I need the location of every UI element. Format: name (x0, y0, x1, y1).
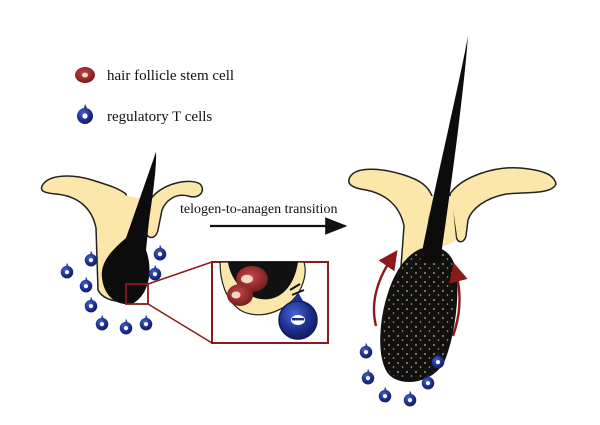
regulatory-t-cell-icon (95, 314, 109, 331)
regulatory-t-cell-icon (361, 368, 375, 385)
regulatory-t-cell-icon (119, 318, 133, 335)
growth-arrows (372, 250, 468, 337)
zoom-inset (211, 261, 329, 344)
telogen-sebaceous-gland (145, 180, 204, 239)
telogen-follicle (40, 152, 204, 305)
regulatory-t-cell-icon (84, 250, 98, 267)
regulatory-t-cell-icon (77, 104, 93, 124)
regulatory-t-cell-icon (84, 296, 98, 313)
anagen-hair-bulb (380, 247, 458, 382)
zoom-selection (125, 261, 213, 344)
regulatory-t-cell-icon (79, 276, 93, 293)
telogen-club-hair (101, 152, 156, 305)
regulatory-t-cell-icon (139, 314, 153, 331)
regulatory-t-cell-icon (378, 386, 392, 403)
anagen-hair-shaft (420, 36, 468, 262)
zoom-source-box (125, 283, 149, 305)
anagen-sebaceous-gland (449, 167, 557, 243)
regulatory-t-cell-icon (359, 342, 373, 359)
regulatory-t-cell-icon (403, 390, 417, 407)
transition-label: telogen-to-anagen transition (180, 202, 337, 217)
legend-treg-label: regulatory T cells (107, 109, 212, 125)
regulatory-t-cell-icon (153, 244, 167, 261)
regulatory-t-cell-icon (278, 292, 318, 340)
anagen-follicle (348, 36, 557, 382)
hair-follicle-stem-cell-icon (75, 67, 95, 83)
legend-stem-cell-label: hair follicle stem cell (107, 68, 234, 84)
legend: hair follicle stem cell regulatory T cel… (75, 67, 234, 125)
regulatory-t-cell-icon (148, 264, 162, 281)
regulatory-t-cell-icon (60, 262, 74, 279)
telogen-hair-shaft (132, 152, 157, 252)
hair-follicle-stem-cell-icon (227, 266, 268, 306)
